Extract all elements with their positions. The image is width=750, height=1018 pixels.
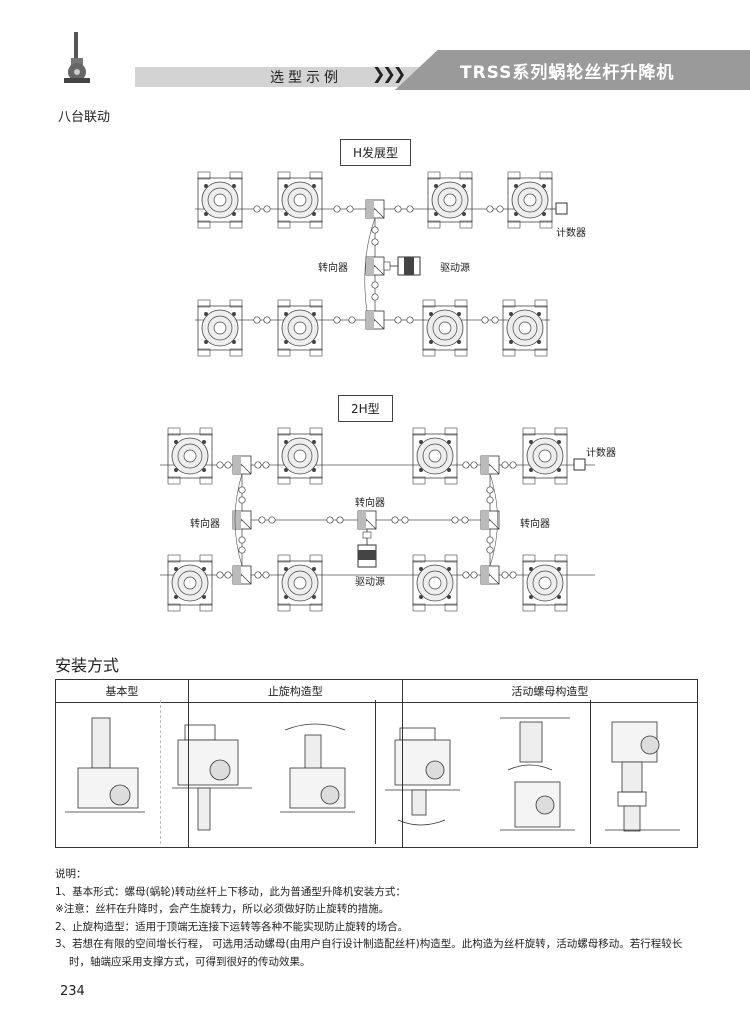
notes: 说明： 1、基本形式：螺母(蜗轮)转动丝杆上下移动，此为普通型升降机安装方式： … [55, 866, 705, 971]
chevrons-icon: ❯❯❯ [372, 64, 406, 83]
note-line: 3、若想在有限的空间增长行程， 可选用活动螺母(由用户自行设计制造配丝杆)构造型… [55, 938, 683, 950]
note-line: ※注意：丝杆在升降时，会产生旋转力，所以必须做好防止旋转的措施。 [55, 903, 390, 915]
2h-drive-label: 驱动源 [355, 577, 385, 588]
mounting-heading: 安装方式 [55, 656, 120, 675]
page-subtitle: 选型示例 [270, 70, 342, 86]
mount-divider-3 [590, 700, 591, 844]
mount-divider-2 [375, 700, 376, 844]
mounting-table: 基本型 止旋构造型 活动螺母构造型 [55, 679, 699, 848]
mount-cell-antirotation [187, 702, 403, 848]
note-line: 2、止旋构造型：适用于顶端无连接下运转等各种不能实现防止旋转的场合。 [55, 920, 409, 933]
notes-heading: 说明： [55, 868, 87, 880]
2h-reverser-left-label: 转向器 [190, 519, 220, 530]
header-title-band [395, 50, 750, 90]
header-logo [62, 32, 92, 84]
h-counter-label: 计数器 [556, 228, 586, 239]
mount-cell-moving-nut [401, 702, 699, 848]
2h-reverser-center-label: 转向器 [355, 498, 385, 509]
h-reverser-label: 转向器 [318, 263, 348, 274]
mount-cell-basic [55, 702, 189, 848]
mount-col-antirotation: 止旋构造型 [187, 679, 403, 703]
page-number: 234 [60, 984, 85, 999]
mount-col-moving-nut: 活动螺母构造型 [401, 679, 699, 703]
lifter-logo-icon [64, 32, 90, 83]
2h-reverser-right-label: 转向器 [520, 519, 550, 530]
note-line: 时，轴端应采用支撑方式，可得到很好的传动效果。 [69, 955, 311, 968]
page-title: TRSS系列蜗轮丝杆升降机 [460, 63, 675, 83]
h-drive-label: 驱动源 [440, 263, 470, 274]
section-title: 八台联动 [58, 110, 111, 125]
mount-divider-1 [160, 700, 161, 844]
mount-col-basic: 基本型 [55, 679, 189, 703]
diagram-h-type-label: H发展型 [340, 139, 412, 166]
note-line: 1、基本形式：螺母(蜗轮)转动丝杆上下移动，此为普通型升降机安装方式： [55, 885, 406, 898]
diagram-2h-type-label: 2H型 [338, 395, 393, 422]
2h-counter-label: 计数器 [586, 448, 616, 459]
